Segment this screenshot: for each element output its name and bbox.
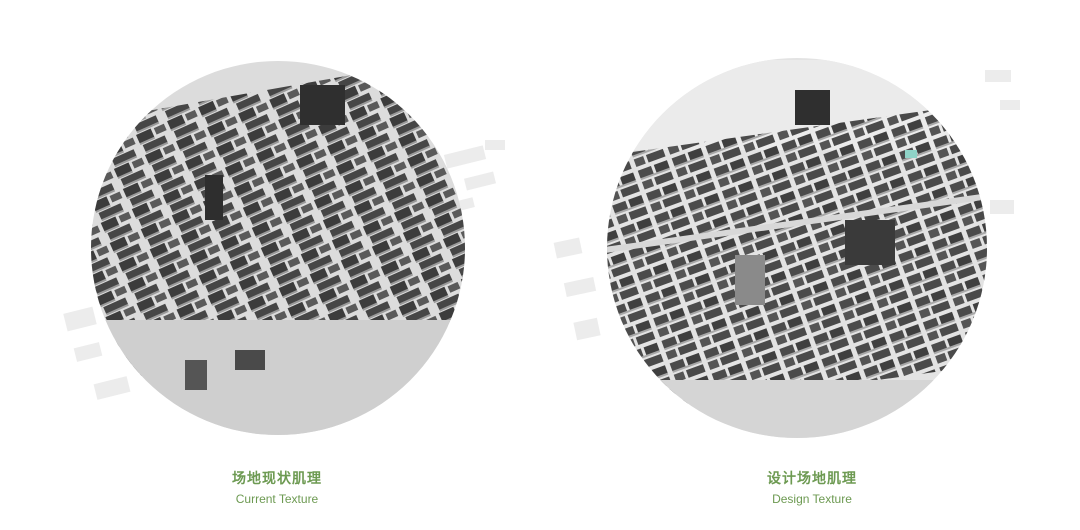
current-texture-title-cn: 场地现状肌理 [232,471,322,487]
current-texture-panel: 场地现状肌理 Current Texture [55,0,505,530]
design-texture-caption: 设计场地肌理 Design Texture [692,470,932,507]
current-texture-caption: 场地现状肌理 Current Texture [157,470,397,507]
design-texture-panel: 设计场地肌理 Design Texture [545,0,1025,530]
water-feature [905,150,917,158]
current-texture-map [63,61,505,435]
design-texture-map [553,58,1020,438]
surrounding-ghost-buildings [63,140,505,400]
design-site-buildings [607,60,987,438]
surrounding-ghost-buildings-right [553,70,1020,341]
design-texture-title-cn: 设计场地肌理 [767,471,857,487]
design-texture-title-en: Design Texture [772,492,852,506]
current-texture-title-en: Current Texture [235,492,319,506]
site-buildings [91,61,465,435]
